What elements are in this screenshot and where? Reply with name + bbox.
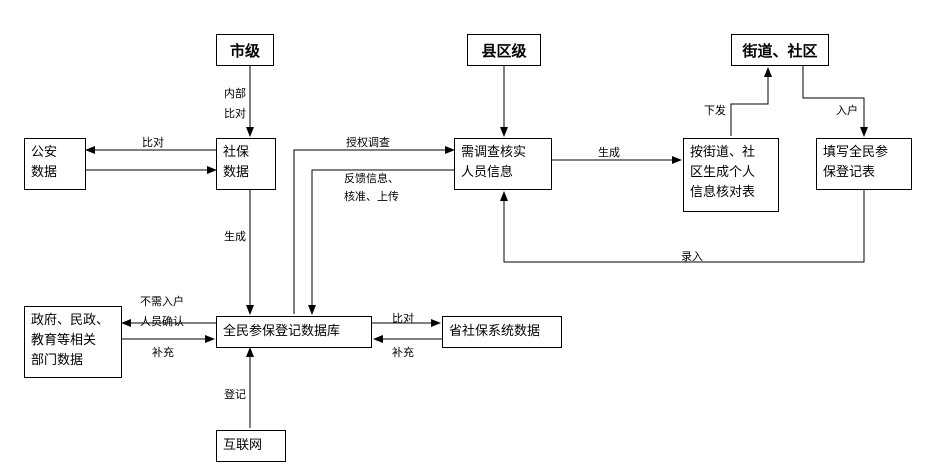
node-gov-data: 政府、民政、 教育等相关 部门数据: [24, 306, 122, 378]
label-no-visit-confirm: 不需入户 人员确认: [140, 295, 184, 328]
label-enter-household: 入户: [836, 104, 858, 117]
node-social-data: 社保 数据: [216, 138, 276, 190]
arrow-authorize-survey: [293, 146, 455, 314]
node-database: 全民参保登记数据库: [216, 316, 372, 348]
arrow-feedback-database: [308, 169, 454, 315]
label-compare-province: 比对: [392, 312, 414, 325]
label-supplement-province: 补充: [392, 346, 414, 359]
label-generate-checklist: 生成: [598, 146, 620, 159]
label-generate-db: 生成: [224, 230, 246, 243]
node-street: 街道、社区: [731, 34, 829, 66]
node-checklist: 按街道、社 区生成个人 信息核对表: [683, 138, 779, 212]
arrow-enter-household: [802, 66, 868, 137]
node-province-data: 省社保系统数据: [442, 316, 562, 348]
label-internal-compare: 内部 比对: [224, 87, 246, 120]
node-city: 市级: [216, 34, 274, 66]
node-county: 县区级: [467, 34, 541, 66]
node-internet: 互联网: [216, 430, 286, 462]
arrow-record-survey: [500, 190, 865, 263]
label-feedback: 反馈信息、 核准、上传: [344, 172, 399, 203]
label-compare-police: 比对: [142, 136, 164, 149]
node-fill-form: 填写全民参 保登记表: [816, 138, 912, 190]
label-record: 录入: [681, 250, 703, 263]
label-register: 登记: [224, 388, 246, 401]
label-issue: 下发: [704, 104, 726, 117]
label-supplement-gov: 补充: [152, 346, 174, 359]
node-survey-info: 需调查核实 人员信息: [454, 138, 552, 190]
label-authorize: 授权调查: [346, 136, 390, 149]
node-police-data: 公安 数据: [24, 138, 86, 190]
arrow-issue-street: [730, 67, 772, 136]
